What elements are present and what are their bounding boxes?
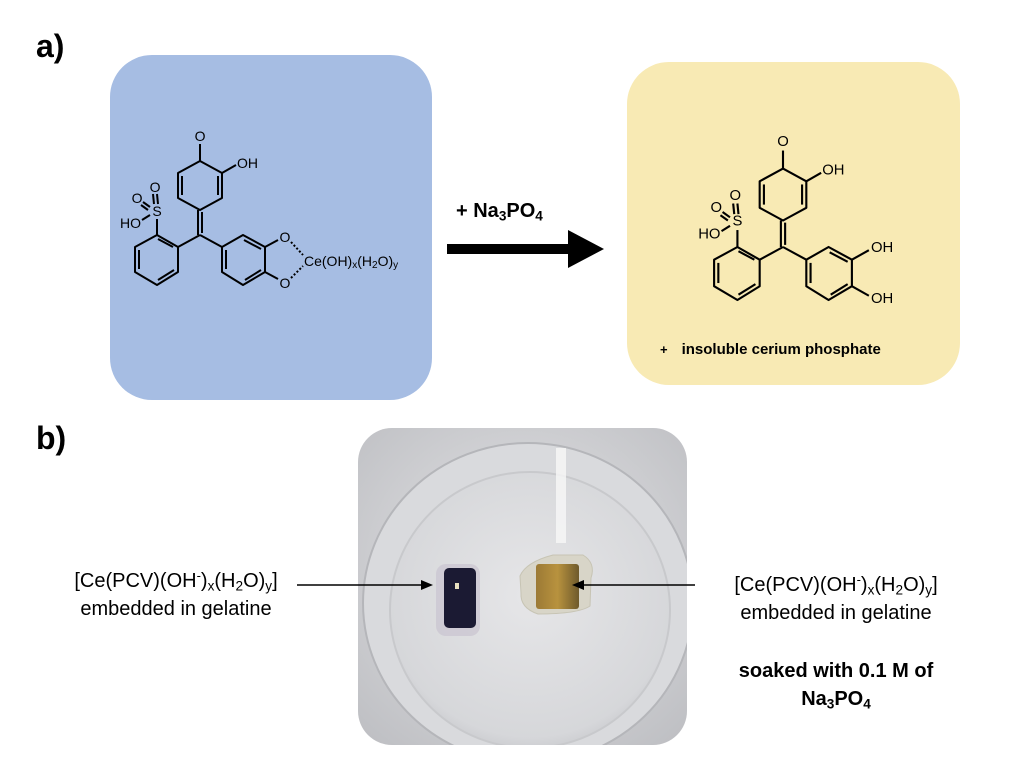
atom-oh: OH	[822, 163, 844, 179]
atom-o: O	[150, 179, 161, 195]
atom-ho: HO	[120, 215, 141, 231]
cerium-complex-label: Ce(OH)x(H2O)y	[304, 253, 398, 271]
atom-oh: OH	[871, 291, 893, 307]
left-arrow	[297, 580, 433, 590]
atom-s: S	[732, 214, 742, 230]
reagent-label: + Na3PO4	[456, 200, 543, 224]
treatment-note: soaked with 0.1 M of	[738, 660, 934, 682]
panel-a-label: a)	[36, 28, 65, 64]
atom-o: O	[777, 134, 789, 150]
reaction-arrow	[447, 230, 604, 268]
reaction-scheme: O OH S O O HO O O Ce(OH)x(H2O)y O OH S O…	[120, 128, 893, 307]
panel-b-label: b)	[36, 420, 67, 456]
atom-o: O	[280, 229, 291, 245]
atom-o: O	[132, 190, 143, 206]
atom-s: S	[152, 203, 161, 219]
atom-o: O	[280, 275, 291, 291]
atom-o: O	[730, 188, 742, 204]
reactant-molecule: O OH S O O HO O O Ce(OH)x(H2O)y	[120, 128, 398, 291]
right-arrow	[572, 580, 695, 590]
atom-oh: OH	[871, 240, 893, 256]
amber-gel-sample	[536, 564, 579, 609]
product-box	[627, 62, 960, 385]
atom-o: O	[710, 200, 722, 216]
product-molecule: O OH S O O HO OH OH	[698, 134, 893, 307]
pointer-arrows	[297, 580, 695, 590]
atom-o: O	[195, 128, 206, 144]
atom-oh: OH	[237, 155, 258, 171]
treatment-reagent: Na3PO4	[801, 688, 871, 712]
byproduct-label: +insoluble cerium phosphate	[660, 341, 881, 358]
reactant-box	[110, 55, 432, 400]
petri-dish-photo	[358, 428, 687, 745]
right-sample-label: [Ce(PCV)(OH-)x(H2O)y] embedded in gelati…	[676, 571, 996, 713]
atom-ho: HO	[698, 226, 720, 242]
dark-gel-sample	[444, 568, 476, 628]
left-sample-label: [Ce(PCV)(OH-)x(H2O)y] embedded in gelati…	[74, 567, 278, 620]
